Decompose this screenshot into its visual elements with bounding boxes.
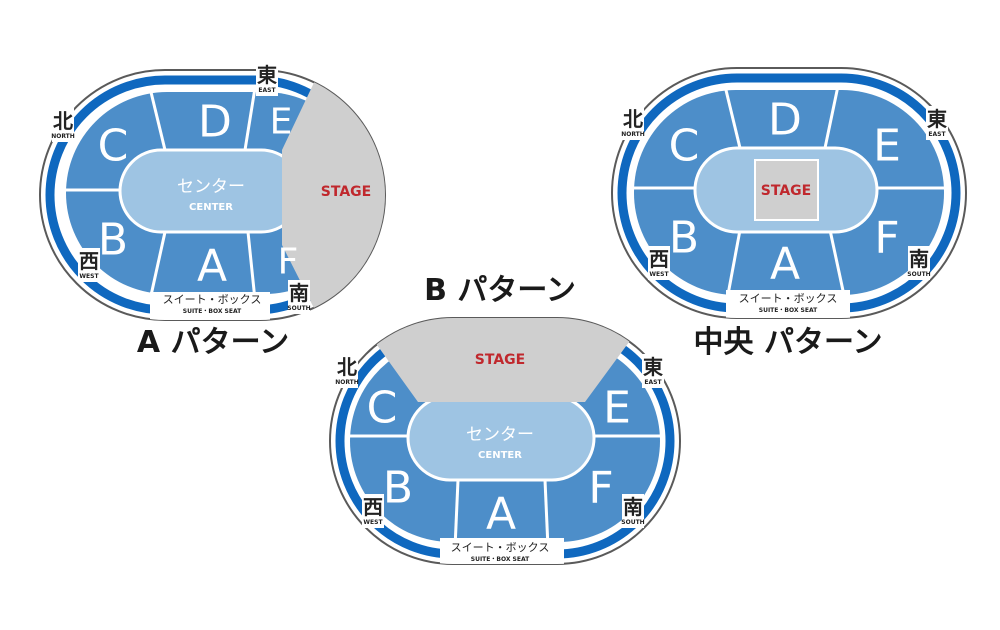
- pattern-b-south-label: 南: [623, 495, 643, 519]
- pattern-a-west-en: WEST: [79, 273, 99, 280]
- pattern-center-section-d: D: [768, 95, 802, 146]
- pattern-a-section-b: B: [98, 215, 128, 266]
- pattern-b-map: STAGE センター CENTER C E B A F スイート・ボックス SU…: [329, 317, 681, 565]
- pattern-b-title: B パターン: [424, 273, 576, 308]
- pattern-b-east-en: EAST: [644, 379, 662, 386]
- pattern-center-stage-area: [754, 159, 819, 221]
- pattern-center-section-c: C: [669, 121, 700, 172]
- pattern-b-section-e: E: [603, 383, 631, 434]
- pattern-a-north-label: 北: [53, 109, 73, 133]
- pattern-b-north-label: 北: [337, 355, 357, 379]
- pattern-center-west-label: 西: [649, 247, 669, 271]
- pattern-center-suite-en: SUITE・BOX SEAT: [759, 307, 818, 314]
- pattern-center-section-e: E: [873, 121, 901, 172]
- pattern-center-south-en: SOUTH: [907, 271, 930, 278]
- pattern-a-section-a: A: [197, 241, 227, 292]
- pattern-a-section-f: F: [278, 242, 299, 283]
- pattern-a-center-label: センター: [177, 177, 245, 197]
- pattern-center-suite-label: スイート・ボックス: [739, 292, 838, 305]
- pattern-a-suite-en: SUITE・BOX SEAT: [183, 308, 242, 315]
- pattern-a-east-en: EAST: [258, 87, 276, 94]
- pattern-b-suite-label: スイート・ボックス: [451, 541, 550, 554]
- pattern-b-center-en: CENTER: [478, 450, 522, 461]
- pattern-a-title: A パターン: [137, 325, 289, 360]
- pattern-b-south-en: SOUTH: [621, 519, 644, 526]
- pattern-a-center-en: CENTER: [189, 202, 233, 213]
- pattern-b-east-label: 東: [643, 355, 663, 379]
- pattern-b-west-en: WEST: [363, 519, 383, 526]
- pattern-a-section-e: E: [270, 102, 293, 143]
- pattern-b-section-a: A: [486, 489, 516, 540]
- pattern-a-south-label: 南: [289, 281, 309, 305]
- pattern-center-title: 中央 パターン: [694, 325, 883, 360]
- pattern-a-north-en: NORTH: [51, 133, 75, 140]
- pattern-center-east-en: EAST: [928, 131, 946, 138]
- pattern-b-section-b: B: [383, 463, 413, 514]
- pattern-a-west-label: 西: [79, 249, 99, 273]
- pattern-a-section-d: D: [198, 97, 232, 148]
- pattern-center-east-label: 東: [927, 107, 947, 131]
- pattern-center-south-label: 南: [909, 247, 929, 271]
- pattern-b-center-label: センター: [466, 425, 534, 445]
- pattern-b-section-c: C: [367, 383, 398, 434]
- pattern-a-south-en: SOUTH: [287, 305, 310, 312]
- pattern-center-north-en: NORTH: [621, 131, 645, 138]
- pattern-center-map: STAGE C D E B A F スイート・ボックス SUITE・BOX SE…: [611, 67, 967, 319]
- pattern-a-east-label: 東: [257, 63, 277, 87]
- pattern-b-section-f: F: [588, 463, 613, 514]
- pattern-center-north-label: 北: [623, 107, 643, 131]
- pattern-center-section-f: F: [874, 213, 899, 264]
- pattern-b-suite-en: SUITE・BOX SEAT: [471, 556, 530, 563]
- pattern-center-west-en: WEST: [649, 271, 669, 278]
- pattern-a-suite-label: スイート・ボックス: [163, 293, 262, 306]
- pattern-a-stage-label: STAGE: [321, 184, 371, 200]
- pattern-b-west-label: 西: [363, 495, 383, 519]
- pattern-a-map: センター CENTER STAGE C D E B A F スイート・ボックス …: [39, 62, 386, 321]
- pattern-center-section-b: B: [669, 213, 699, 264]
- pattern-a-section-c: C: [98, 121, 129, 172]
- pattern-b-stage-area: [330, 318, 680, 402]
- pattern-center-section-a: A: [770, 239, 800, 290]
- pattern-b-stage-label: STAGE: [475, 352, 525, 368]
- pattern-center-stage-label: STAGE: [761, 183, 811, 199]
- pattern-b-north-en: NORTH: [335, 379, 359, 386]
